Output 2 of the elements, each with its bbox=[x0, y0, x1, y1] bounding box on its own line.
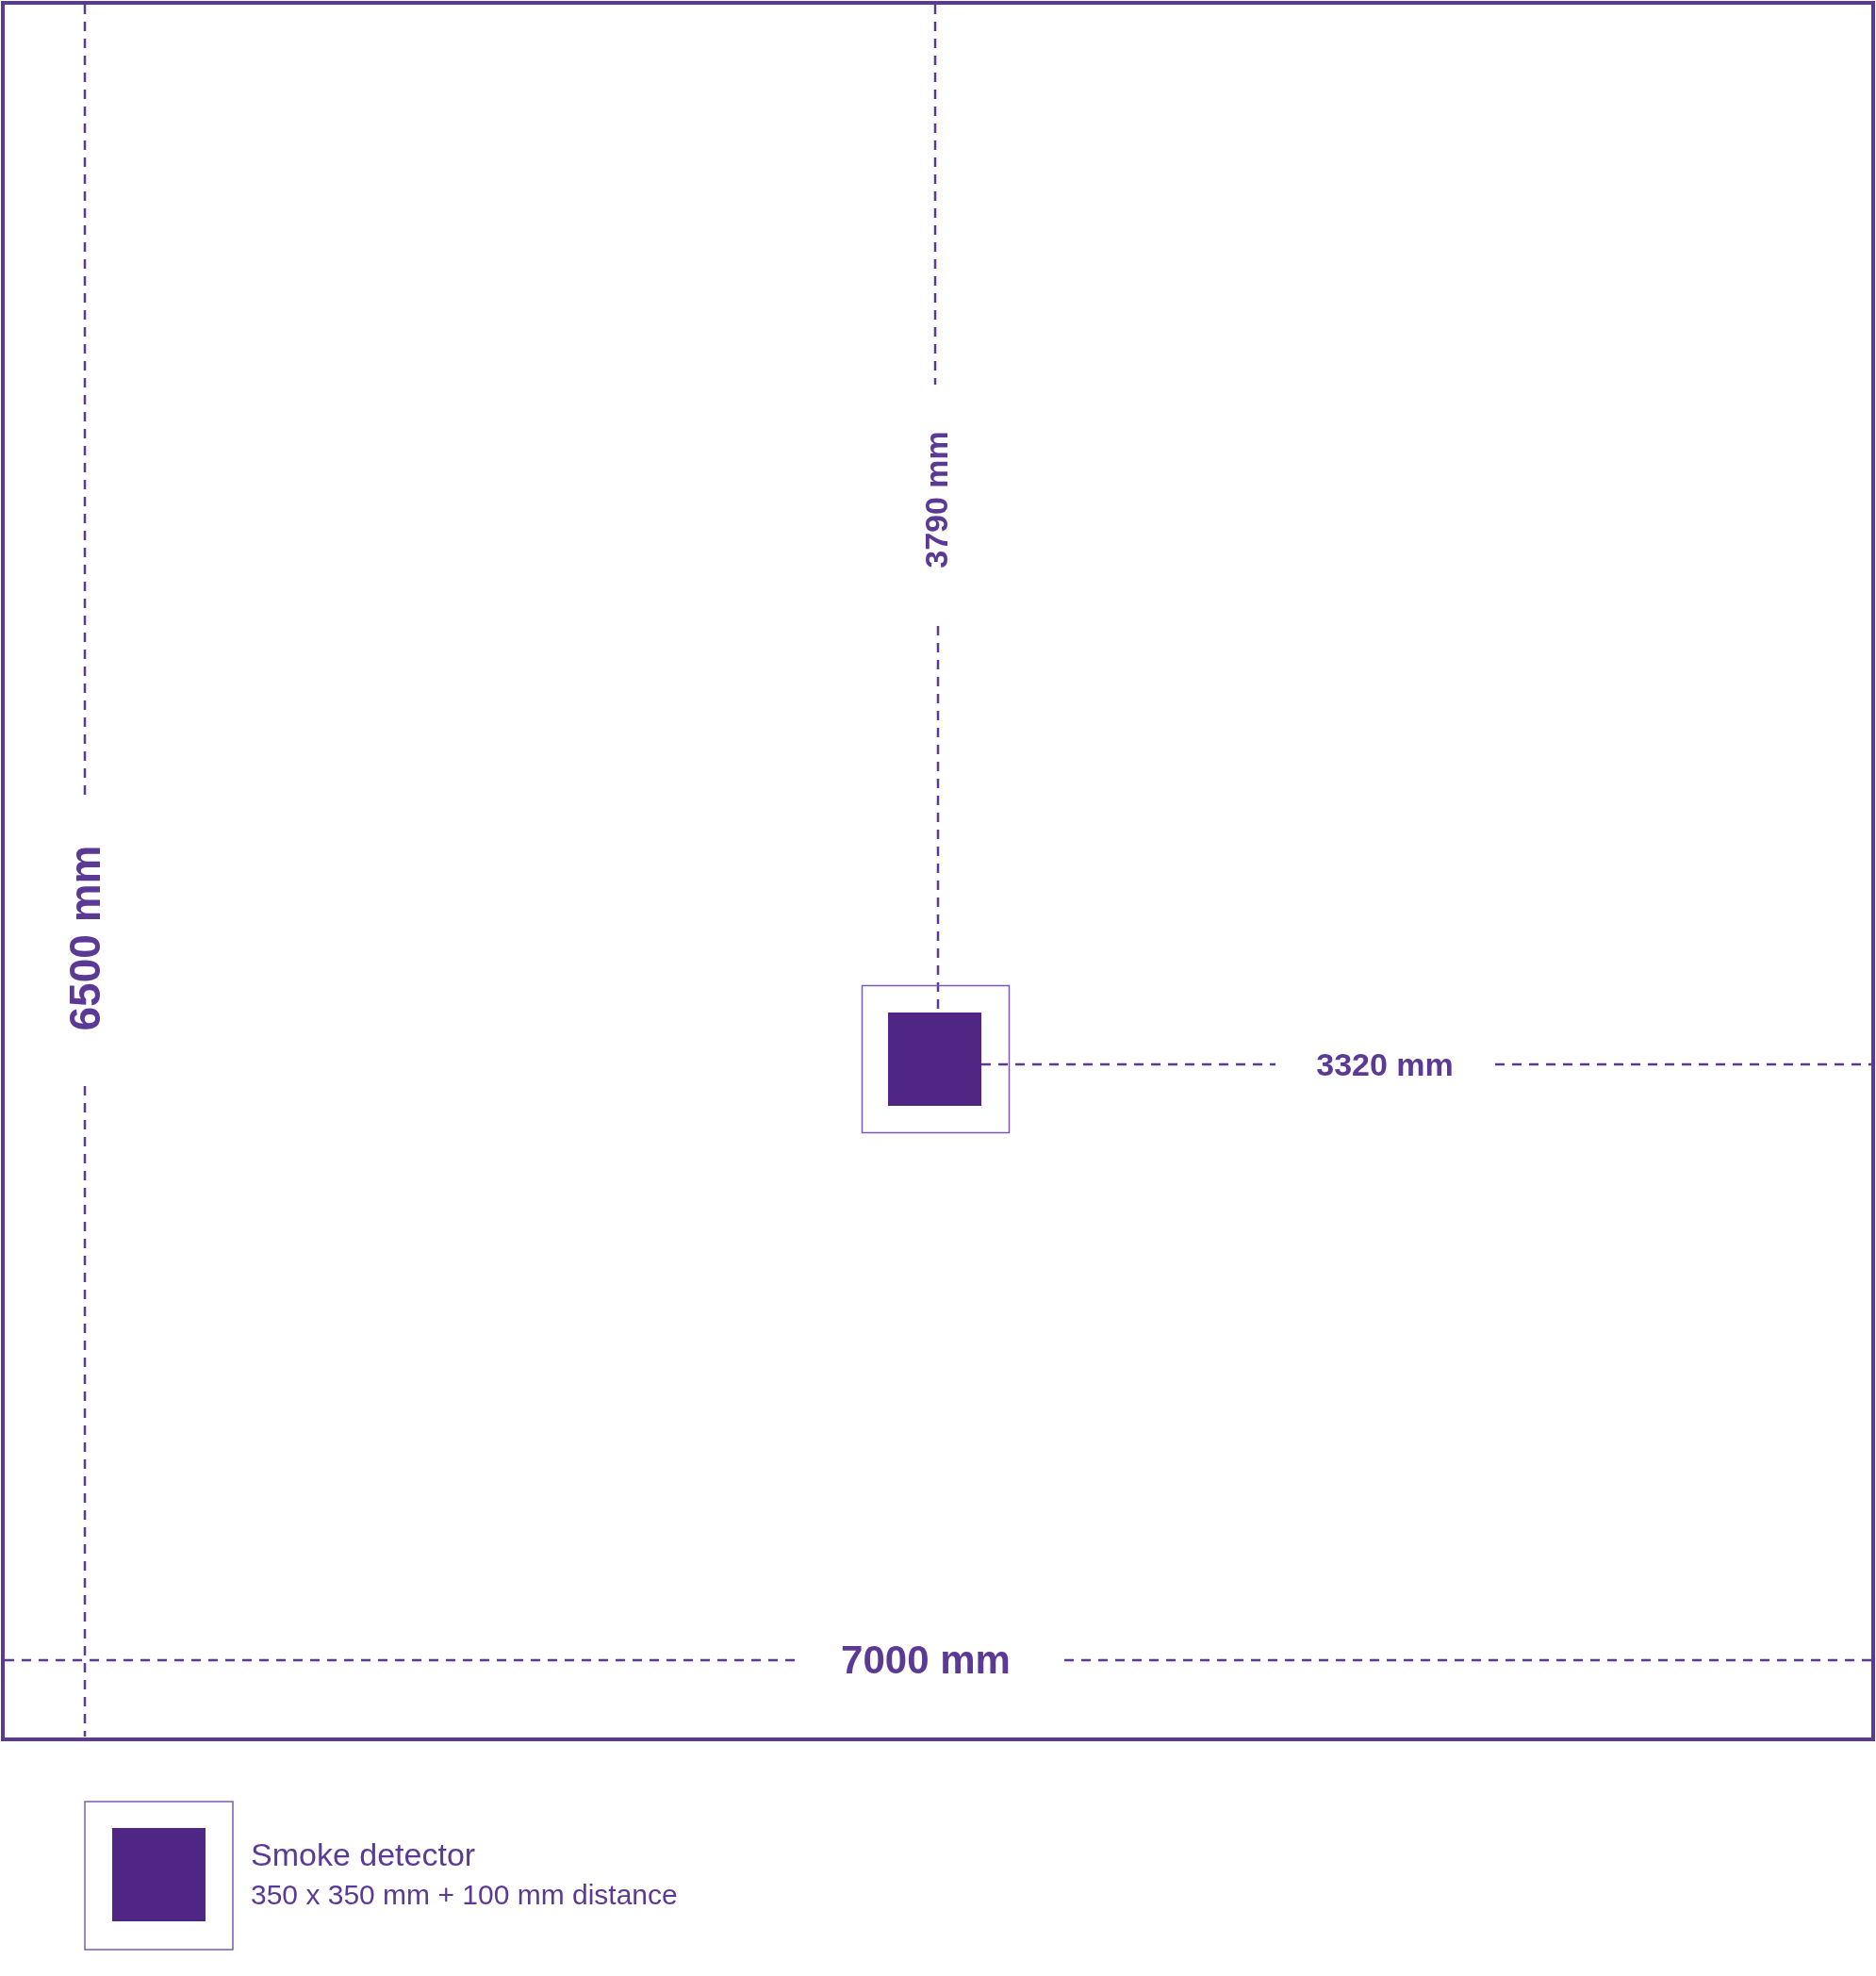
dimension-label: 350 x 350 mm + 100 mm distance bbox=[251, 1881, 678, 1909]
legend-text: Smoke detector bbox=[251, 1838, 476, 1870]
